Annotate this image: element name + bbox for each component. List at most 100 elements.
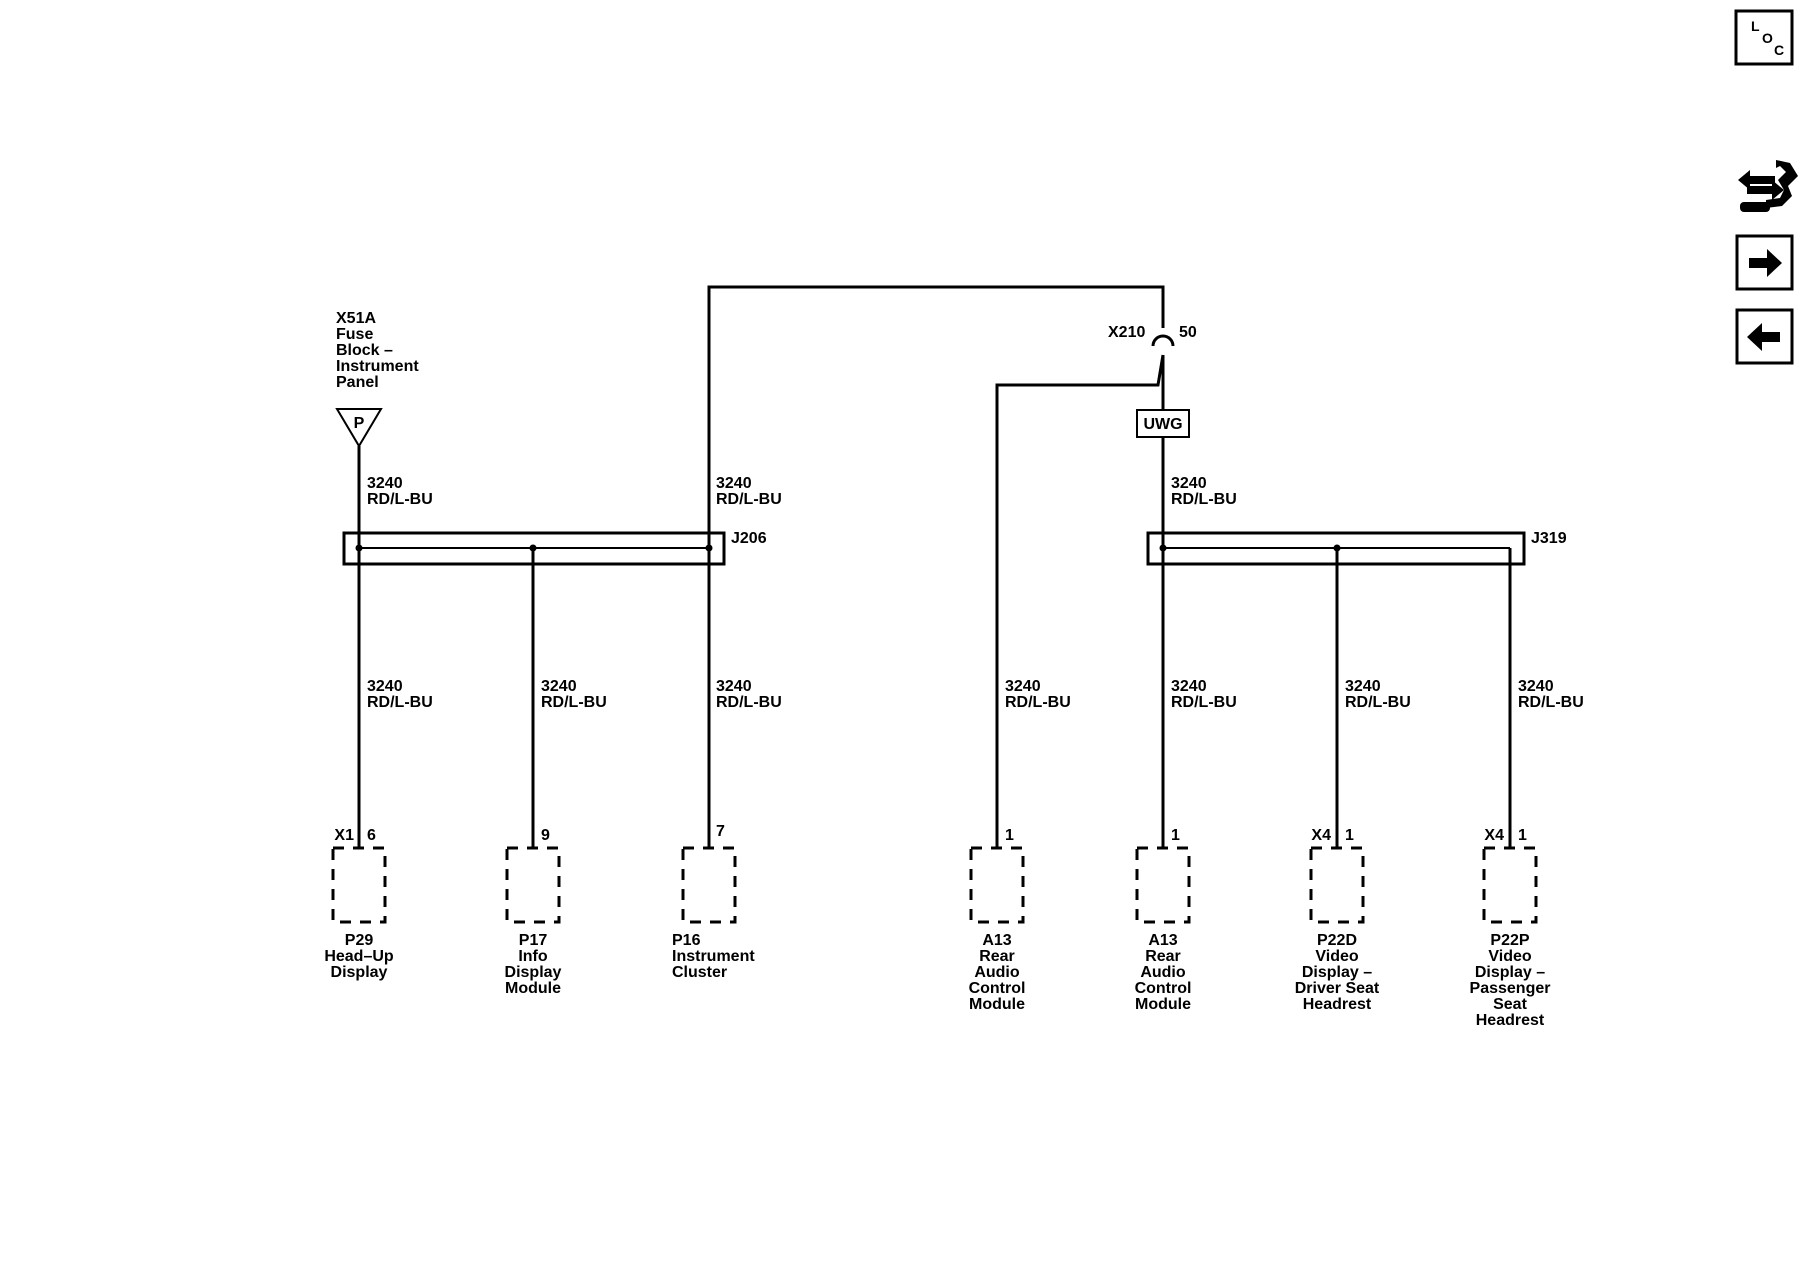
component-name: Display – [1302,964,1372,981]
component-name: Display – [1475,964,1545,981]
component-a13-right: 1 A13 Rear Audio Control Module [1135,827,1192,1013]
wire-circuit: 3240 [541,678,577,695]
connector-views-button[interactable] [1738,160,1798,212]
component-name: Headrest [1303,996,1372,1013]
component-name: Rear [979,948,1015,965]
component-name: Control [1135,980,1192,997]
component-name: Video [1488,948,1532,965]
uwg-box: UWG [1136,409,1190,438]
component-name: Driver Seat [1295,980,1380,997]
wire-color: RD/L-BU [1345,694,1411,711]
source-name-3: Instrument [336,358,419,375]
component-pin: 1 [1171,827,1180,844]
fuse-symbol-label: P [354,415,365,432]
wire-color: RD/L-BU [716,491,782,508]
source-name-2: Block – [336,342,393,359]
wire-circuit: 3240 [1171,678,1207,695]
component-connector: X4 [1311,827,1331,844]
connector-arrows-icon [1738,160,1798,212]
splice-dot-icon [355,544,363,552]
component-name: Audio [974,964,1020,981]
location-button[interactable]: L O C [1734,9,1794,66]
component-name: Module [1135,996,1191,1013]
wire-circuit: 3240 [1171,475,1207,492]
component-ref: A13 [1148,932,1177,949]
wire-j206-to-x210 [707,285,1165,548]
fuse-block-source: X51A Fuse Block – Instrument Panel P [335,310,419,448]
wires [357,285,1512,848]
arrow-right-icon [1749,249,1782,277]
component-connector: X1 [334,827,354,844]
component-ref: P22P [1490,932,1529,949]
wire-circuit: 3240 [1345,678,1381,695]
component-name: Audio [1140,964,1186,981]
wire-color: RD/L-BU [716,694,782,711]
component-pin: 6 [367,827,376,844]
component-pin: 1 [1005,827,1014,844]
x210-pin: 50 [1179,324,1197,341]
source-ref: X51A [336,310,376,327]
x210-connector-cup-icon [1151,334,1175,347]
component-name: Module [969,996,1025,1013]
component-pin: 1 [1518,827,1527,844]
component-p29: X1 6 P29 Head–Up Display [324,827,394,981]
component-name: Display [505,964,562,981]
wire-color: RD/L-BU [1518,694,1584,711]
component-name: Instrument [672,948,755,965]
loc-o: O [1762,30,1773,46]
component-name: Module [505,980,561,997]
component-ref: A13 [982,932,1011,949]
wire-circuit: 3240 [1005,678,1041,695]
wire-color: RD/L-BU [541,694,607,711]
component-connector: X4 [1484,827,1504,844]
component-ref: P16 [672,932,701,949]
component-name: Cluster [672,964,727,981]
wire-circuit: 3240 [716,678,752,695]
component-name: Info [518,948,548,965]
wire-color: RD/L-BU [1171,491,1237,508]
component-name: Rear [1145,948,1181,965]
splice-j319: J319 [1146,530,1567,566]
j206-label: J206 [731,530,767,547]
component-name: Control [969,980,1026,997]
uwg-label: UWG [1143,416,1182,433]
fuse-power-triangle-icon [335,408,383,448]
next-page-button[interactable] [1735,234,1794,291]
x210-ref: X210 [1108,324,1145,341]
wire-circuit: 3240 [367,678,403,695]
component-p16: 7 P16 Instrument Cluster [672,823,755,981]
wire-circuit: 3240 [716,475,752,492]
wire-color: RD/L-BU [367,491,433,508]
arrow-left-icon [1747,323,1780,351]
component-name: Headrest [1476,1012,1545,1029]
component-ref: P22D [1317,932,1357,949]
wire-color: RD/L-BU [1171,694,1237,711]
source-name-1: Fuse [336,326,373,343]
loc-l: L [1751,18,1760,34]
source-name-4: Panel [336,374,379,391]
component-name: Display [331,964,388,981]
wire-labels: 3240 RD/L-BU 3240 RD/L-BU 3240 RD/L-BU 3… [367,475,1584,711]
splice-dot-icon [1333,544,1341,552]
component-name: Seat [1493,996,1527,1013]
component-p17: 9 P17 Info Display Module [505,827,562,997]
wire-circuit: 3240 [367,475,403,492]
wire-color: RD/L-BU [367,694,433,711]
splice-j206: J206 [342,530,767,566]
splice-dot-icon [529,544,537,552]
splice-dot-icon [705,544,713,552]
component-name: Video [1315,948,1359,965]
wire-color: RD/L-BU [1005,694,1071,711]
component-ref: P29 [345,932,374,949]
loc-c: C [1774,42,1784,58]
wire-x210-to-a13-left [995,354,1165,848]
component-pin: 9 [541,827,550,844]
component-p22p: X4 1 P22P Video Display – Passenger Seat… [1470,827,1551,1029]
previous-page-button[interactable] [1735,308,1794,365]
x210-connector: X210 50 [1108,324,1197,365]
j319-label: J319 [1531,530,1567,547]
component-p22d: X4 1 P22D Video Display – Driver Seat He… [1295,827,1380,1013]
splice-dot-icon [1159,544,1167,552]
wire-circuit: 3240 [1518,678,1554,695]
